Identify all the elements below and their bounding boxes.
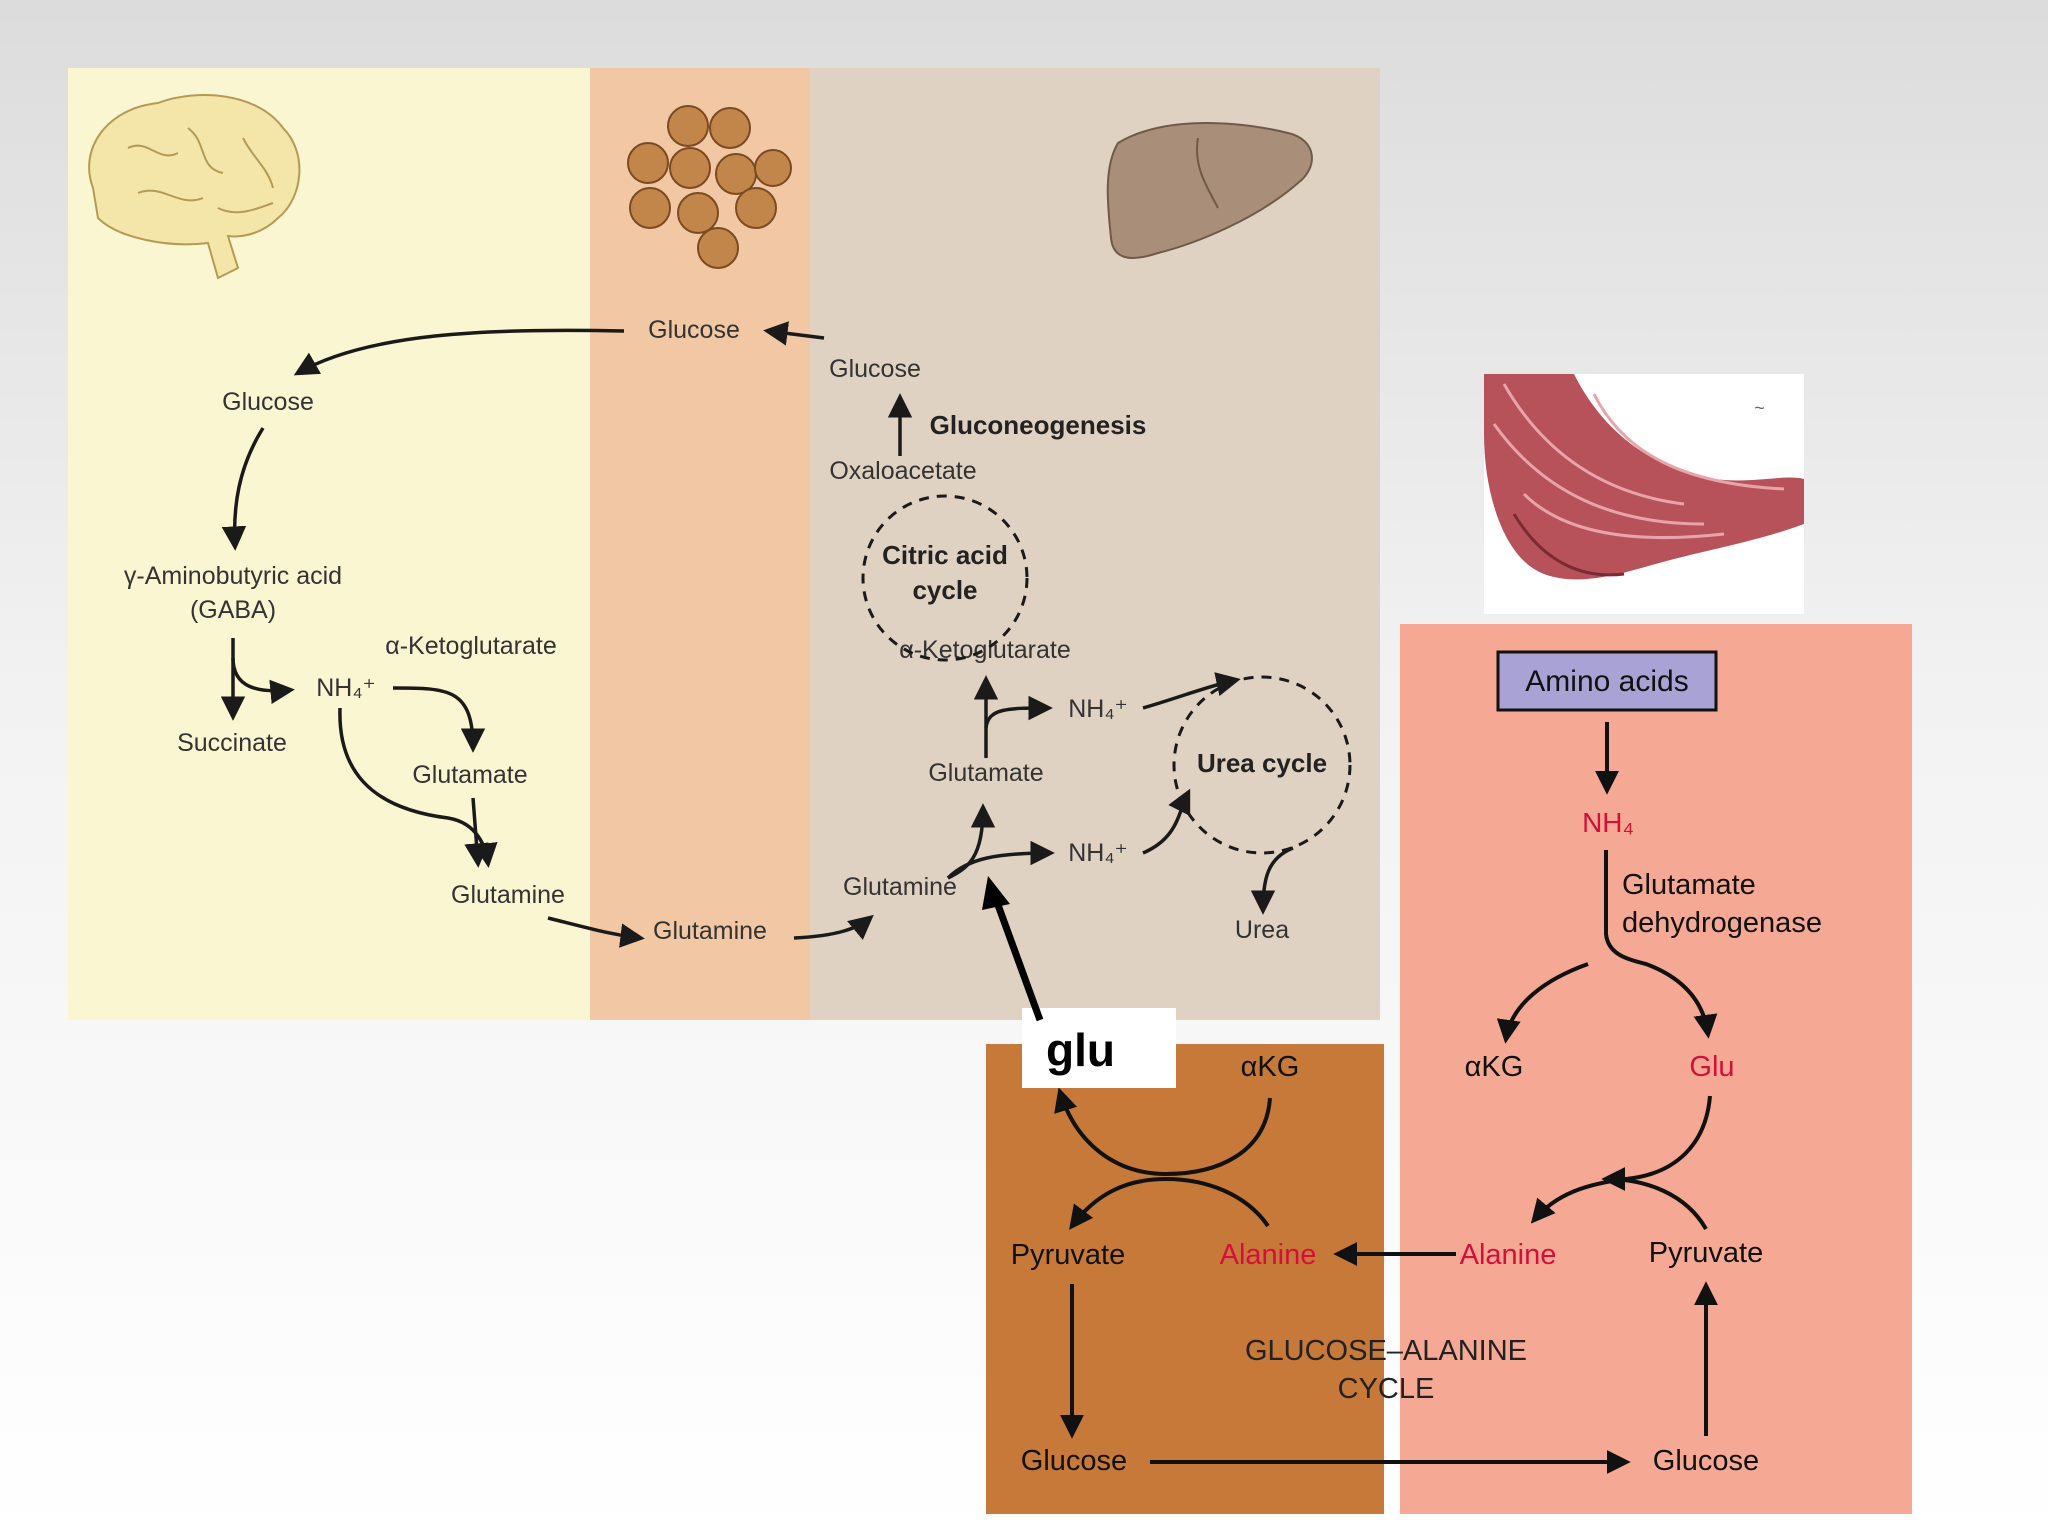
arrow-liver-akg-to-glu (1054, 1087, 1272, 1177)
arrow-nh4-to-glu (1604, 850, 1718, 1039)
liver-cycle-region (986, 1044, 1384, 1514)
liver-glucose-cycle-label: Glucose (1021, 1445, 1127, 1477)
citric-cycle-line2: cycle (912, 575, 977, 605)
liver-glutamine-label: Glutamine (843, 873, 957, 901)
muscle-arm-picture: ~ (1484, 374, 1804, 614)
liver-pyruvate-label: Pyruvate (1011, 1239, 1125, 1271)
urea-label: Urea (1235, 916, 1289, 944)
muscle-glu-label: Glu (1689, 1051, 1734, 1083)
gaba-line1: γ-Aminobutyric acid (124, 562, 342, 590)
brain-glucose-label: Glucose (222, 388, 314, 416)
arrow-glutamine-to-nh4 (946, 840, 1055, 880)
arrow-nh4-to-urea-cycle-lower (1142, 788, 1191, 855)
citric-acid-cycle-ring (861, 494, 1029, 662)
arrow-glucose-to-gaba (221, 427, 265, 551)
liver-icon (1106, 122, 1313, 259)
gdh-line1: Glutamate (1622, 869, 1756, 901)
liver-akg-cycle-label: αKG (1241, 1051, 1300, 1083)
blood-cells-icon (627, 105, 792, 269)
arrow-gaba-to-nh4 (231, 657, 295, 705)
brain-nh4-label: NH₄⁺ (316, 674, 376, 702)
liver-glutamate-label: Glutamate (928, 759, 1043, 787)
cycle-title-line1: GLUCOSE–ALANINE (1245, 1335, 1527, 1367)
citric-cycle-line1: Citric acid (882, 540, 1008, 570)
blood-glucose-label: Glucose (648, 316, 740, 344)
svg-text:~: ~ (1754, 398, 1765, 418)
brain-icon (88, 94, 301, 280)
succinate-label: Succinate (177, 729, 287, 757)
muscle-nh4-label: NH₄ (1582, 807, 1634, 838)
glu-pointer-arrow (982, 876, 1044, 1022)
arrow-blood-to-brain-glucose (293, 328, 625, 376)
liver-glucose-label: Glucose (829, 355, 921, 383)
muscle-arm-icon: ~ (1484, 374, 1804, 580)
nh4-upper-label: NH₄⁺ (1068, 695, 1128, 723)
arrow-nh4-to-urea-cycle-upper (1142, 672, 1241, 710)
arrow-glutamate-to-nh4 (984, 695, 1053, 729)
arrow-liver-alanine-arc (1069, 1176, 1270, 1230)
gluconeogenesis-label: Gluconeogenesis (930, 410, 1147, 440)
urea-cycle-label: Urea cycle (1197, 748, 1327, 778)
glucose-alanine-cycle-figure: Amino acids NH₄ Glutamate dehydrogenase … (986, 614, 1912, 1514)
arrow-akg-to-glutamate (392, 686, 486, 753)
brain-akg-label: α-Ketoglutarate (385, 632, 557, 660)
liver-region (810, 68, 1380, 1020)
blood-glutamine-label: Glutamine (653, 917, 767, 945)
amino-acids-box (1496, 650, 1718, 712)
arrow-pyruvate-to-alanine-arc (1601, 1167, 1708, 1230)
arrow-brain-to-blood-glutamine (547, 916, 645, 948)
glu-callout-label: glu (1046, 1024, 1115, 1076)
oxaloacetate-label: Oxaloacetate (829, 457, 976, 485)
metabolism-figure: Glucose Glucose Glucose Oxaloacetate α-K… (68, 68, 1380, 1020)
cycle-title-line2: CYCLE (1338, 1373, 1435, 1405)
gdh-line2: dehydrogenase (1622, 907, 1822, 939)
muscle-cycle-region (1400, 624, 1912, 1514)
muscle-akg-label: αKG (1465, 1051, 1524, 1083)
arrow-liver-to-blood-glucose (763, 321, 825, 346)
arrow-nh4-to-glutamine (338, 707, 498, 868)
urea-cycle-ring (1172, 675, 1352, 855)
liver-alanine-label: Alanine (1220, 1239, 1317, 1271)
brain-glutamate-label: Glutamate (412, 761, 527, 789)
amino-acids-label: Amino acids (1525, 665, 1688, 698)
muscle-pyruvate-label: Pyruvate (1649, 1237, 1763, 1269)
brain-glutamine-label: Glutamine (451, 881, 565, 909)
muscle-alanine-label: Alanine (1460, 1239, 1557, 1271)
arrow-urea-cycle-to-urea (1250, 846, 1294, 915)
gaba-line2: (GABA) (190, 596, 276, 624)
arrow-cycle-to-akg (1496, 962, 1589, 1044)
glu-callout-box (1022, 1008, 1176, 1088)
nh4-lower-label: NH₄⁺ (1068, 839, 1128, 867)
muscle-glucose-label: Glucose (1653, 1445, 1759, 1477)
arrow-blood-to-liver-glutamine (793, 914, 874, 940)
